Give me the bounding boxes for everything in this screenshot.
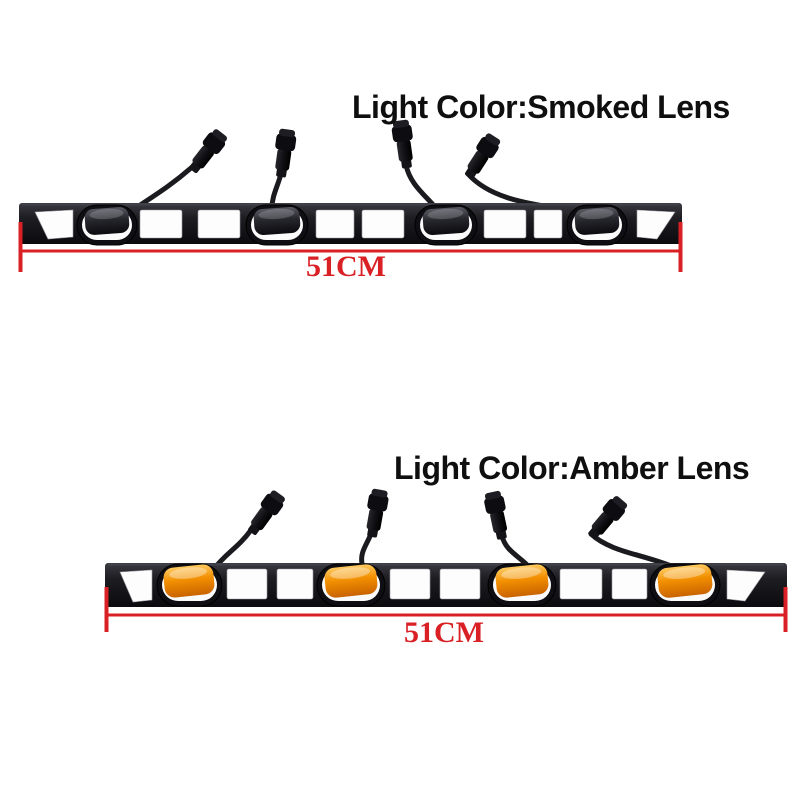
lens: [657, 564, 713, 598]
light-unit: [566, 204, 628, 246]
bar-hole: [139, 209, 183, 239]
connector-plug: [588, 496, 628, 540]
lens: [422, 207, 470, 235]
bar-hole: [559, 568, 603, 600]
connector-plug: [248, 490, 285, 535]
light-unit: [649, 563, 721, 607]
connector-plug: [465, 133, 501, 179]
bar-top-highlight: [108, 563, 784, 566]
connector-plugs: [248, 488, 628, 540]
bar-end-hole: [119, 569, 153, 603]
connector-plug: [275, 128, 297, 178]
connector-plug: [484, 490, 508, 540]
lens: [574, 207, 620, 235]
amber-lens-bar-photo: [104, 488, 788, 632]
lens: [324, 564, 378, 598]
light-unit: [76, 204, 138, 246]
dimension-annotation: [18, 222, 683, 272]
bar-end-hole: [636, 209, 676, 240]
connector-plugs: [189, 119, 501, 179]
bar-hole: [611, 568, 648, 600]
connector-plug: [189, 129, 228, 174]
bar-end-hole: [34, 209, 74, 240]
bar-hole: [533, 209, 563, 239]
wire-cable: [359, 531, 374, 567]
bar-frame: [19, 203, 682, 246]
bar-hole: [315, 209, 355, 239]
light-unit: [414, 204, 478, 246]
lens: [163, 564, 215, 598]
light-unit: [487, 563, 557, 607]
bar-end-hole: [726, 569, 766, 602]
amber-lens-title: Light Color:Amber Lens: [394, 450, 750, 486]
bar-frame: [105, 563, 787, 607]
dimension-annotation: [104, 587, 788, 632]
smoked-bar-dimension-label: 51CM: [306, 250, 386, 283]
bar-hole: [197, 209, 241, 239]
bar-hole: [389, 568, 431, 600]
bar-hole: [226, 568, 268, 600]
bar-hole: [276, 568, 314, 600]
light-units: [156, 563, 721, 607]
wire-cable: [269, 171, 284, 211]
bar-holes: [119, 568, 766, 603]
lens: [84, 207, 130, 235]
bar-top-highlight: [22, 203, 679, 206]
lens: [495, 564, 549, 598]
smoked-lens-bar-photo: [18, 119, 683, 272]
light-units: [76, 204, 628, 246]
bar-hole: [361, 209, 405, 239]
smoked-lens-title: Light Color:Smoked Lens: [352, 89, 730, 125]
amber-bar-dimension-label: 51CM: [404, 616, 484, 649]
bar-hole: [439, 568, 481, 600]
connector-plug: [366, 488, 389, 538]
light-unit: [316, 563, 386, 607]
bar-hole: [483, 209, 527, 239]
light-unit: [245, 204, 309, 246]
wire-cable: [588, 531, 679, 571]
wire-cable: [403, 162, 439, 211]
bar-holes: [34, 209, 676, 240]
light-unit: [156, 563, 223, 607]
lens: [253, 207, 301, 235]
connector-plug: [391, 119, 413, 169]
